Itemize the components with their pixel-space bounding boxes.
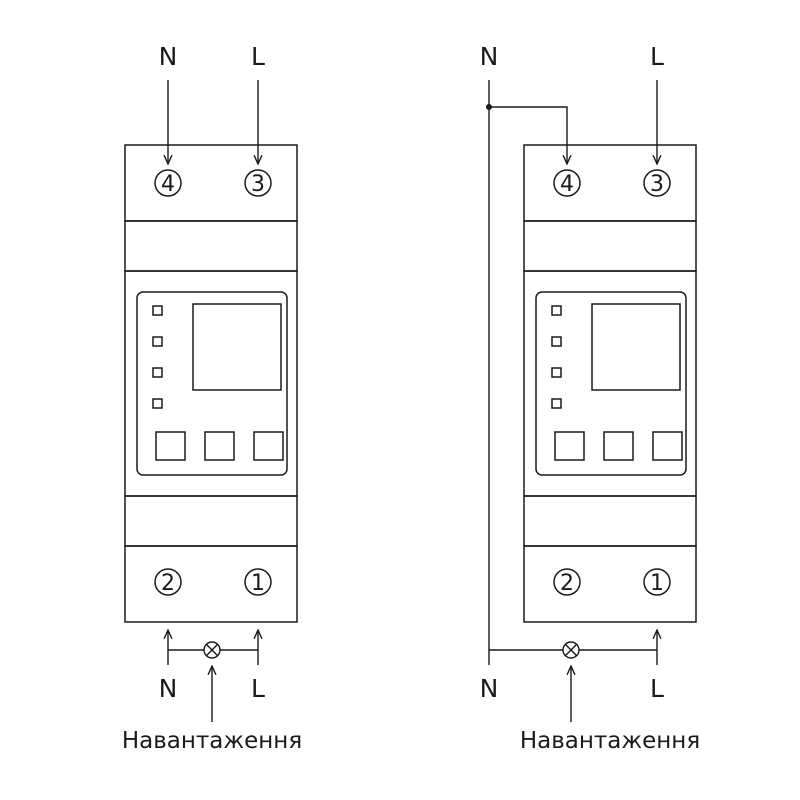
upper-body-section [124, 220, 298, 272]
terminal-4-number: 4 [161, 172, 175, 197]
terminal-3-number: 3 [650, 172, 664, 197]
load-label: Навантаження [520, 728, 700, 754]
load-label: Навантаження [122, 728, 302, 754]
upper-body-section [523, 220, 697, 272]
bottom-live-label: L [650, 674, 664, 703]
bottom-terminal-block [124, 545, 298, 623]
panel-button-1 [155, 431, 186, 461]
lower-body-section [124, 495, 298, 547]
bottom-neutral-label: N [159, 674, 178, 703]
terminal-1 [244, 568, 272, 596]
panel-button-3 [652, 431, 683, 461]
terminal-3 [244, 169, 272, 197]
bottom-neutral-label: N [480, 674, 499, 703]
terminal-3-number: 3 [251, 172, 265, 197]
panel-button-2 [603, 431, 634, 461]
panel-button-3 [253, 431, 284, 461]
junction-dot [486, 104, 492, 110]
indicator-led-2 [152, 336, 163, 347]
terminal-2-number: 2 [161, 571, 175, 596]
indicator-led-4 [152, 398, 163, 409]
panel-button-1 [554, 431, 585, 461]
terminal-2 [553, 568, 581, 596]
bottom-live-label: L [251, 674, 265, 703]
indicator-led-1 [551, 305, 562, 316]
diagram-right: 4 3 2 1 N L N L Навантаження [480, 42, 701, 754]
neutral-supply-wire [489, 106, 567, 164]
terminal-1-number: 1 [650, 571, 664, 596]
terminal-1-number: 1 [251, 571, 265, 596]
top-live-label: L [650, 42, 664, 71]
panel-button-2 [204, 431, 235, 461]
terminal-4-number: 4 [560, 172, 574, 197]
load-lamp-icon [562, 641, 580, 659]
front-panel [136, 291, 288, 476]
display-screen [192, 303, 282, 391]
indicator-led-3 [551, 367, 562, 378]
top-neutral-label: N [480, 42, 499, 71]
terminal-1 [643, 568, 671, 596]
bottom-terminal-block [523, 545, 697, 623]
terminal-3 [643, 169, 671, 197]
indicator-led-4 [551, 398, 562, 409]
terminal-2 [154, 568, 182, 596]
display-screen [591, 303, 681, 391]
front-panel [535, 291, 687, 476]
indicator-led-1 [152, 305, 163, 316]
diagram-left: 4 3 2 1 N L N L Навантаження [122, 42, 302, 754]
relay-device [124, 144, 298, 623]
indicator-led-2 [551, 336, 562, 347]
top-live-label: L [251, 42, 265, 71]
terminal-4 [154, 169, 182, 197]
load-lamp-icon [203, 641, 221, 659]
indicator-led-3 [152, 367, 163, 378]
terminal-2-number: 2 [560, 571, 574, 596]
terminal-4 [553, 169, 581, 197]
relay-device [523, 144, 697, 623]
lower-body-section [523, 495, 697, 547]
top-neutral-label: N [159, 42, 178, 71]
